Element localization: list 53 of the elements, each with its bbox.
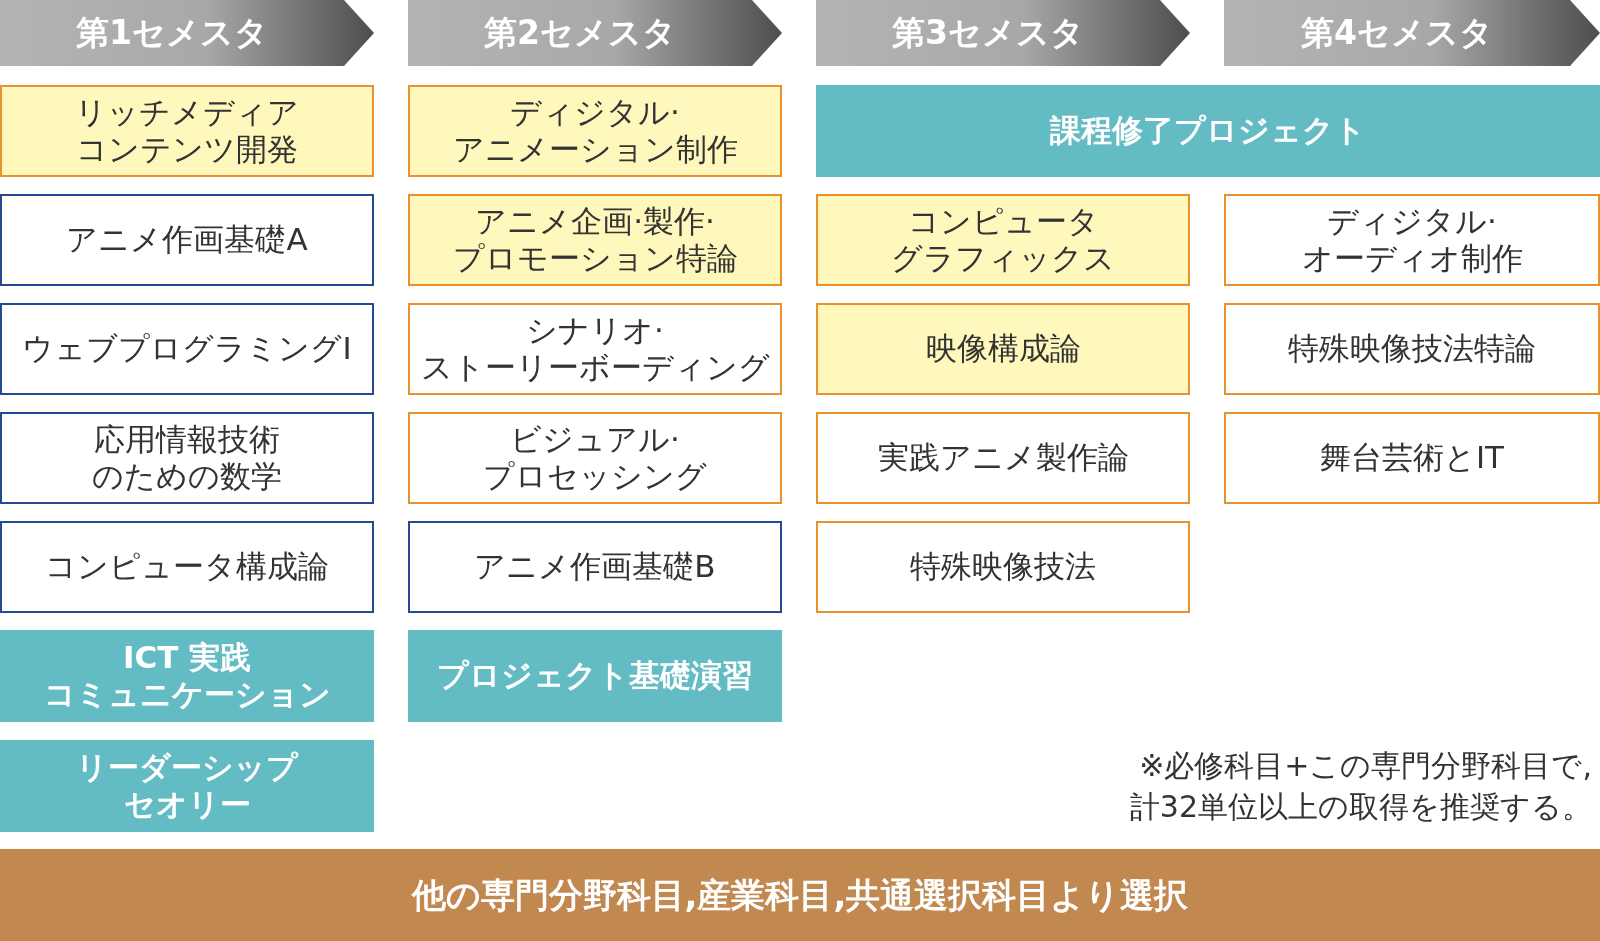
course-box — [0, 630, 374, 722]
semester-label: 第3セメスタ — [892, 13, 1084, 53]
course-name: ウェブプログラミングⅠ — [22, 330, 352, 368]
semester-label: 第2セメスタ — [484, 13, 676, 53]
course-box — [408, 194, 782, 286]
course-box — [0, 412, 374, 504]
course-name: リーダーシップセオリー — [76, 748, 298, 824]
course-box — [408, 630, 782, 722]
course-box — [1224, 303, 1600, 395]
course-name: プロジェクト基礎演習 — [437, 657, 753, 695]
course-name: 舞台芸術とIT — [1319, 439, 1505, 477]
course-name: アニメ企画·製作·プロモーション特論 — [452, 202, 738, 278]
semester-label: 第4セメスタ — [1301, 13, 1493, 53]
course-box — [816, 412, 1190, 504]
course-name: 他の専門分野科目,産業科目,共通選択科目より選択 — [411, 874, 1189, 916]
course-box — [816, 303, 1190, 395]
course-name: 特殊映像技法特論 — [1288, 330, 1536, 368]
course-box — [816, 194, 1190, 286]
course-box — [408, 85, 782, 177]
semester-header-banner — [0, 0, 374, 66]
course-name: アニメ作画基礎B — [474, 548, 716, 586]
course-box — [816, 521, 1190, 613]
course-name: アニメ作画基礎A — [66, 221, 308, 259]
course-box — [0, 740, 374, 832]
course-box — [408, 303, 782, 395]
course-box — [0, 194, 374, 286]
course-box — [408, 412, 782, 504]
course-name: ビジュアル·プロセッシング — [483, 420, 707, 496]
course-box — [1224, 194, 1600, 286]
course-name: 実践アニメ製作論 — [877, 439, 1129, 477]
course-box — [1224, 412, 1600, 504]
course-name: ディジタル·オーディオ制作 — [1301, 202, 1523, 278]
elective-bar — [0, 849, 1600, 941]
course-name: 応用情報技術のための数学 — [92, 420, 282, 496]
course-name: コンピュータグラフィックス — [891, 202, 1115, 278]
semester-header-banner — [408, 0, 782, 66]
course-name: 特殊映像技法 — [910, 548, 1096, 586]
course-name: リッチメディアコンテンツ開発 — [75, 93, 299, 169]
course-box — [0, 521, 374, 613]
course-box — [408, 521, 782, 613]
course-name: コンピュータ構成論 — [45, 548, 329, 586]
course-name: ディジタル·アニメーション制作 — [452, 93, 738, 169]
course-box — [0, 303, 374, 395]
semester-header-banner — [1224, 0, 1600, 66]
course-box — [816, 85, 1600, 177]
semester-header-banner — [816, 0, 1190, 66]
course-name: 映像構成論 — [925, 330, 1081, 368]
semester-label: 第1セメスタ — [76, 13, 268, 53]
course-name: ICT 実践コミュニケーション — [43, 638, 331, 714]
footnote: ※必修科目+この専門分野科目で,計32単位以上の取得を推奨する。 — [1129, 747, 1592, 826]
course-name: シナリオ·ストーリーボーディング — [420, 311, 770, 387]
course-box — [0, 85, 374, 177]
course-name: 課程修了プロジェクト — [1050, 112, 1366, 150]
